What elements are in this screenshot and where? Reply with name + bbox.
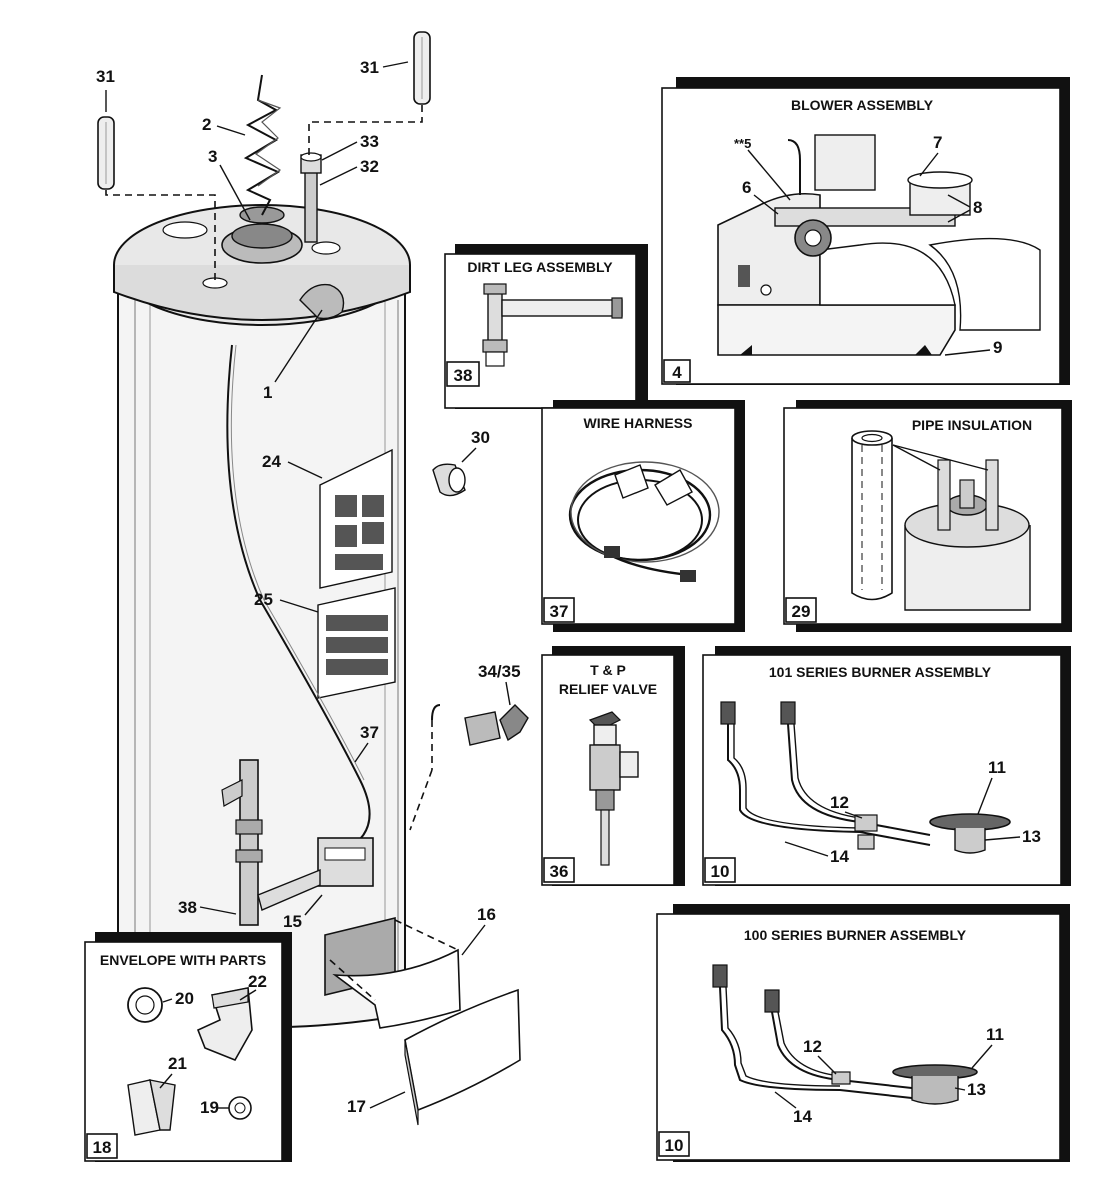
panel-title: T & P <box>590 662 626 678</box>
svg-text:31: 31 <box>96 67 115 86</box>
svg-text:15: 15 <box>283 912 302 931</box>
svg-text:3: 3 <box>208 147 217 166</box>
svg-text:34/35: 34/35 <box>478 662 521 681</box>
svg-text:7: 7 <box>933 133 942 152</box>
callout-32: 32 <box>319 157 379 186</box>
svg-text:16: 16 <box>477 905 496 924</box>
callout-17: 17 <box>347 1091 406 1116</box>
svg-text:31: 31 <box>360 58 379 77</box>
svg-text:19: 19 <box>200 1098 219 1117</box>
water-heater-tank <box>113 74 433 1029</box>
svg-text:21: 21 <box>168 1054 187 1073</box>
anode-rod <box>97 116 115 190</box>
callout-1: 1 <box>263 309 323 402</box>
envelope-with-parts-panel: ENVELOPE WITH PARTS 18 22 20 21 19 <box>84 932 292 1162</box>
svg-text:13: 13 <box>967 1080 986 1099</box>
svg-text:32: 32 <box>360 157 379 176</box>
svg-text:2: 2 <box>202 115 211 134</box>
blower-assembly-panel: BLOWER ASSEMBLY 4 **5 7 6 8 9 <box>661 77 1070 385</box>
callout-15: 15 <box>283 894 323 931</box>
svg-text:8: 8 <box>973 198 982 217</box>
svg-text:30: 30 <box>471 428 490 447</box>
svg-text:14: 14 <box>793 1107 812 1126</box>
svg-text:33: 33 <box>360 132 379 151</box>
burner-100-panel: 100 SERIES BURNER ASSEMBLY 10 12 11 13 1… <box>656 904 1070 1162</box>
panel-title: 100 SERIES BURNER ASSEMBLY <box>744 927 967 943</box>
inner-door <box>404 988 521 1126</box>
svg-text:24: 24 <box>262 452 281 471</box>
svg-text:13: 13 <box>1022 827 1041 846</box>
rating-label <box>317 587 396 699</box>
drain-valve <box>431 704 529 746</box>
svg-text:11: 11 <box>986 1025 1004 1044</box>
svg-text:**5: **5 <box>734 136 751 151</box>
callout-24: 24 <box>262 452 323 479</box>
panel-title: 101 SERIES BURNER ASSEMBLY <box>769 664 992 680</box>
panel-ref: 38 <box>454 366 473 385</box>
svg-text:37: 37 <box>360 723 379 742</box>
svg-text:12: 12 <box>803 1037 822 1056</box>
callout-34-35: 34/35 <box>478 662 521 706</box>
svg-text:12: 12 <box>830 793 849 812</box>
anode-rod <box>413 31 431 105</box>
svg-text:20: 20 <box>175 989 194 1008</box>
outer-door <box>329 919 461 1029</box>
callout-33: 33 <box>321 132 379 161</box>
panel-ref: 18 <box>93 1138 112 1157</box>
svg-text:9: 9 <box>993 338 1002 357</box>
callout-3: 3 <box>208 147 251 221</box>
panel-ref: 10 <box>665 1136 684 1155</box>
callout-30: 30 <box>461 428 490 463</box>
panel-title: ENVELOPE WITH PARTS <box>100 952 266 968</box>
panel-title: PIPE INSULATION <box>912 417 1032 433</box>
svg-text:17: 17 <box>347 1097 366 1116</box>
svg-text:22: 22 <box>248 972 267 991</box>
burner-101-panel: 101 SERIES BURNER ASSEMBLY 10 12 11 13 1… <box>702 646 1071 886</box>
callout-25: 25 <box>254 590 319 613</box>
panel-title: BLOWER ASSEMBLY <box>791 97 934 113</box>
callout-37: 37 <box>354 723 379 763</box>
dirt-leg-assembly-panel: DIRT LEG ASSEMBLY 38 <box>444 244 648 409</box>
panel-ref: 10 <box>711 862 730 881</box>
svg-text:38: 38 <box>178 898 197 917</box>
panel-title: RELIEF VALVE <box>559 681 657 697</box>
panel-ref: 36 <box>550 862 569 881</box>
svg-text:1: 1 <box>263 383 272 402</box>
callout-16: 16 <box>461 905 496 956</box>
panel-ref: 37 <box>550 602 569 621</box>
wire-harness-panel: WIRE HARNESS 37 <box>541 400 745 632</box>
danger-label <box>319 448 393 589</box>
callout-2: 2 <box>202 115 246 136</box>
svg-text:6: 6 <box>742 178 751 197</box>
panel-ref: 4 <box>672 363 682 382</box>
svg-text:14: 14 <box>830 847 849 866</box>
callout-31-right: 31 <box>360 58 409 77</box>
pipe-insulation-panel: PIPE INSULATION 29 <box>783 400 1072 632</box>
callout-31-left: 31 <box>96 67 115 112</box>
panel-ref: 29 <box>792 602 811 621</box>
panel-title: DIRT LEG ASSEMBLY <box>467 259 613 275</box>
svg-text:25: 25 <box>254 590 273 609</box>
callout-38: 38 <box>178 898 237 917</box>
panel-title: WIRE HARNESS <box>584 415 693 431</box>
relief-valve-panel: T & P RELIEF VALVE 36 <box>541 646 685 886</box>
svg-text:11: 11 <box>988 758 1006 777</box>
bushing <box>432 463 466 497</box>
